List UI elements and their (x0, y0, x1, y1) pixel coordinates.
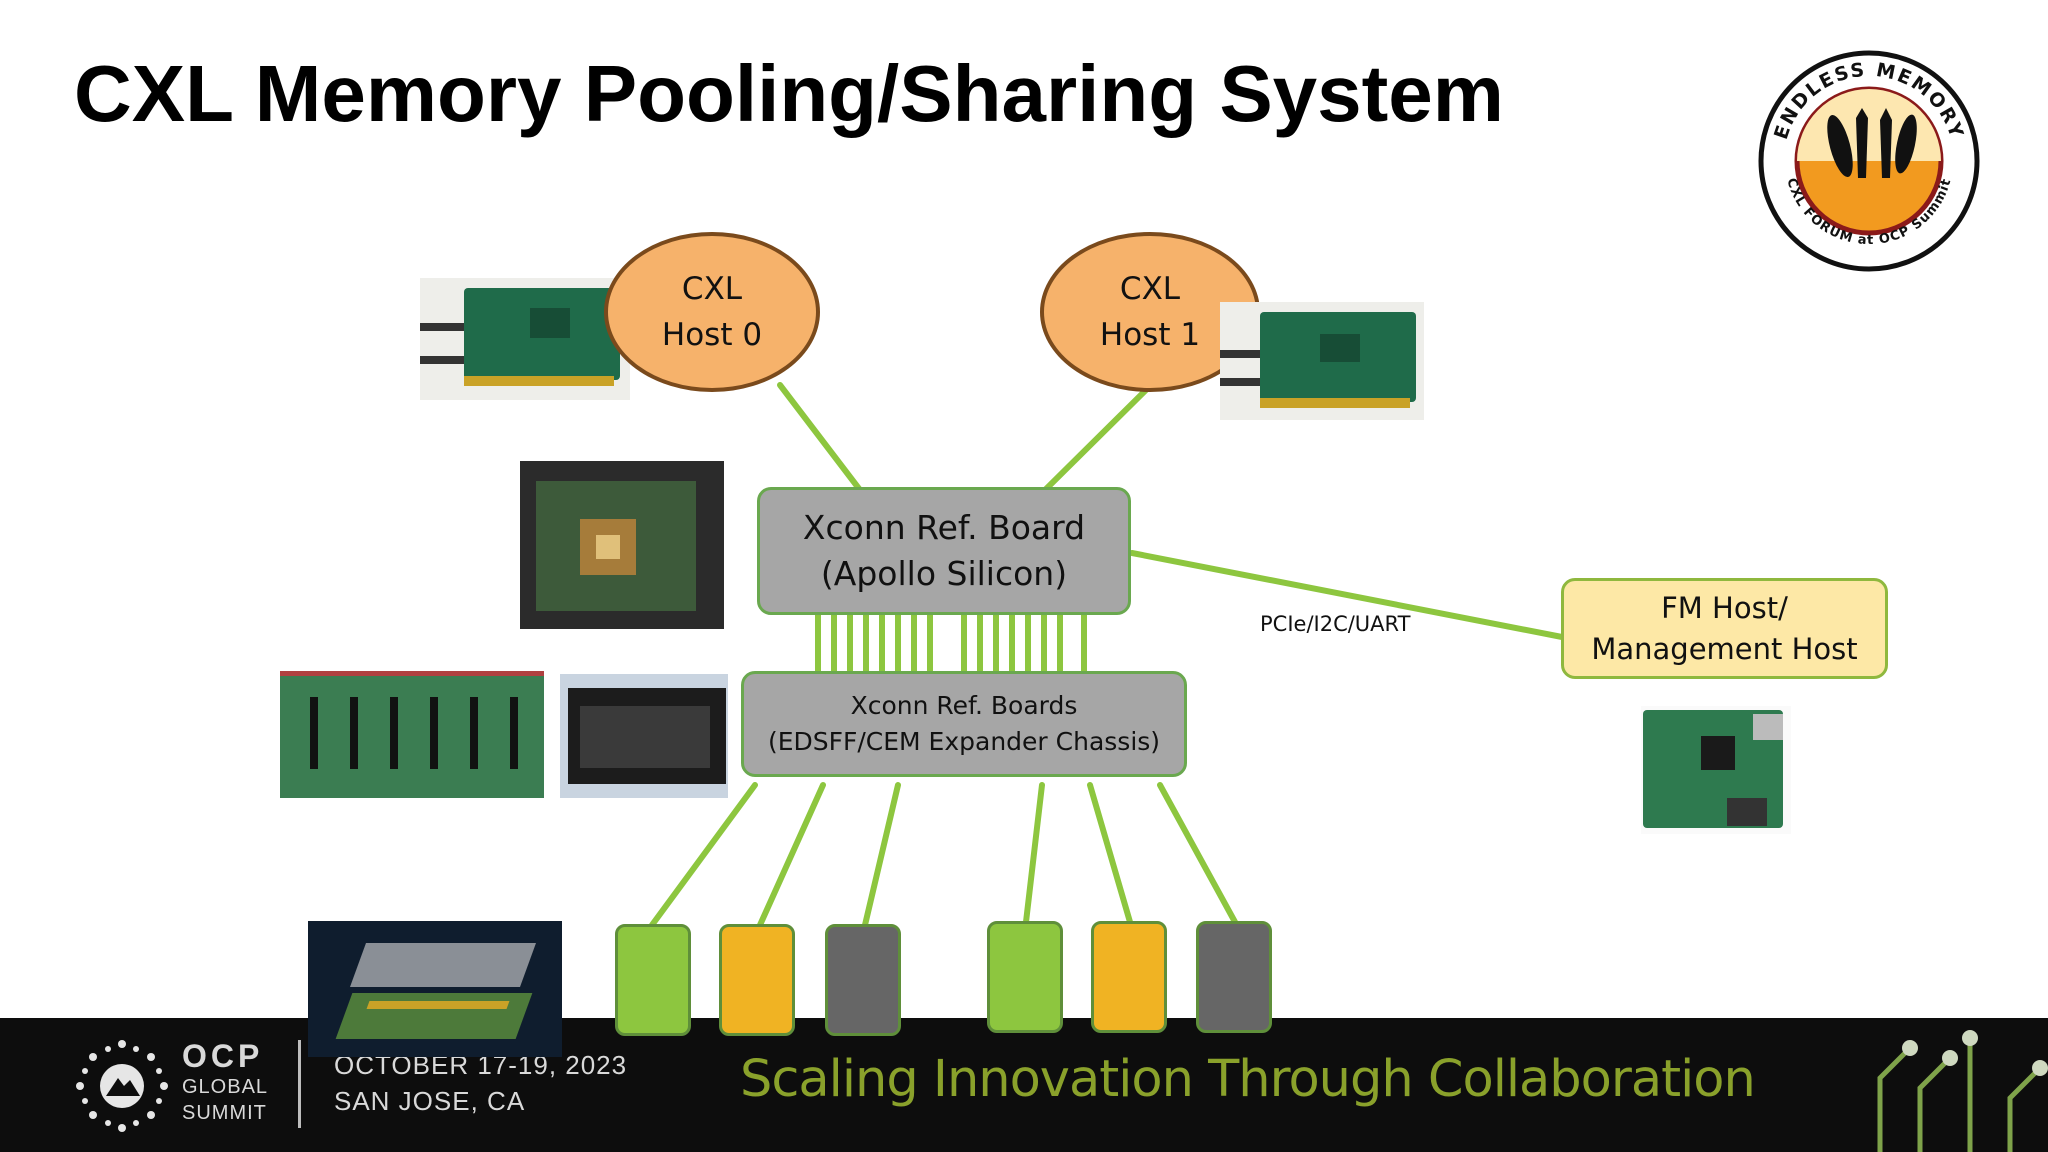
cxl-host-0: CXL Host 0 (604, 232, 820, 392)
cxl-host-0-line1: CXL (681, 271, 743, 307)
wire-host1-switch (1042, 385, 1151, 493)
memory-module-photo (308, 921, 562, 1057)
wire-expander-mem-0 (649, 782, 758, 928)
wire-expander-mem-3 (1023, 782, 1045, 925)
link-label: PCIe/I2C/UART (1260, 612, 1411, 636)
xconn-expander-chassis: Xconn Ref. Boards (EDSFF/CEM Expander Ch… (741, 671, 1187, 777)
cxl-host-card-photo-1 (1220, 302, 1424, 420)
event-location: SAN JOSE, CA (334, 1086, 526, 1116)
wire-bundle-switch-expander (815, 612, 1087, 675)
wire-switch-fm-host (1129, 550, 1565, 640)
cxl-host-card-photo-0 (420, 278, 630, 400)
cxl-host-0-line2: Host 0 (661, 317, 763, 353)
xconn-expander-line1: Xconn Ref. Boards (850, 691, 1078, 720)
ocp-global: GLOBAL (182, 1076, 269, 1098)
fm-host-line1: FM Host/ (1661, 590, 1788, 625)
expander-chassis-photo (560, 674, 728, 798)
circuit-decoration (1877, 1030, 2048, 1152)
wire-host0-switch (777, 382, 863, 493)
xconn-switch-board-line1: Xconn Ref. Board (802, 508, 1086, 547)
cxl-host-1-line2: Host 1 (1099, 317, 1201, 353)
endless-memory-logo: ENDLESS MEMORY CXL FORUM at OCP Summit (1758, 50, 1980, 272)
cxl-host-1-line1: CXL (1119, 271, 1181, 307)
slide-title: CXL Memory Pooling/Sharing System (74, 49, 1504, 138)
wire-expander-mem-4 (1087, 782, 1133, 925)
expander-backplane-photo (280, 671, 544, 798)
memory-device-2 (825, 924, 901, 1036)
xconn-switch-board: Xconn Ref. Board (Apollo Silicon) (757, 487, 1131, 615)
ocp-wordmark: OCP (182, 1038, 264, 1074)
memory-device-1 (719, 924, 795, 1036)
xconn-expander-line2: (EDSFF/CEM Expander Chassis) (767, 727, 1161, 756)
fm-host-board-photo (1641, 706, 1791, 834)
xconn-switch-board-photo (520, 461, 724, 629)
memory-device-3 (987, 921, 1063, 1033)
wire-expander-mem-5 (1157, 782, 1238, 925)
ocp-logo-icon (76, 1040, 168, 1132)
footer-tagline: Scaling Innovation Through Collaboration (740, 1050, 1756, 1109)
fm-host-line2: Management Host (1591, 631, 1858, 666)
memory-device-5 (1196, 921, 1272, 1033)
fm-management-host: FM Host/ Management Host (1561, 578, 1888, 679)
wire-expander-mem-2 (862, 782, 901, 928)
ocp-summit: SUMMIT (182, 1102, 267, 1124)
xconn-switch-board-line2: (Apollo Silicon) (820, 554, 1068, 593)
wire-expander-mem-1 (757, 782, 826, 928)
memory-device-4 (1091, 921, 1167, 1033)
memory-device-0 (615, 924, 691, 1036)
footer-divider (298, 1040, 301, 1128)
